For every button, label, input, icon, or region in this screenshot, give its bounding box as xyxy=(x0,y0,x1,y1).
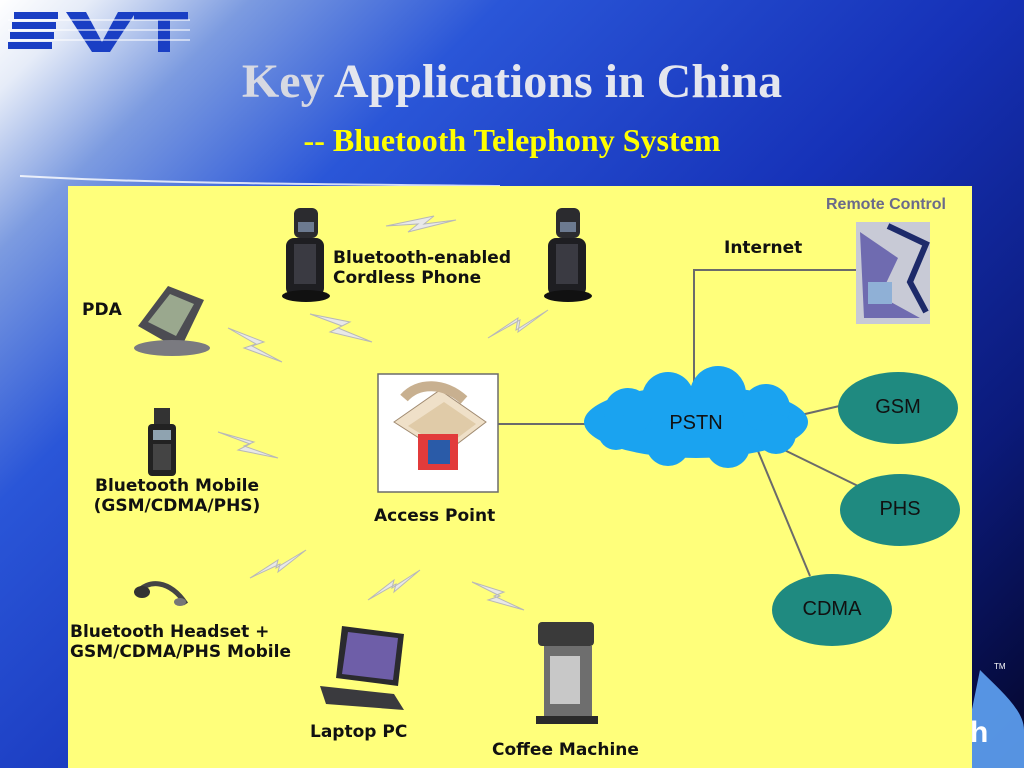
signal-coffee xyxy=(471,581,525,611)
mobile-label: Bluetooth Mobile(GSM/CDMA/PHS) xyxy=(82,476,272,517)
diagram-canvas xyxy=(134,208,960,724)
cdma-node xyxy=(772,574,892,646)
signal-laptop xyxy=(367,569,421,601)
signal-headset xyxy=(249,549,307,579)
slide-title-key: Key xyxy=(241,55,325,108)
signal-mobile xyxy=(217,431,279,459)
headset-label-line-2: GSM/CDMA/PHS Mobile xyxy=(70,642,291,663)
signal-pda xyxy=(227,327,283,363)
cordless-phone-right-icon xyxy=(544,208,592,302)
cordless-phone-left-icon xyxy=(282,208,330,302)
corner-text-fragment: h xyxy=(970,716,989,749)
headset-label-line-1: Bluetooth Headset + xyxy=(70,622,270,642)
phs-label: PHS xyxy=(879,498,921,520)
signal-phone-right xyxy=(487,309,549,339)
background-swoosh xyxy=(19,175,1024,768)
pstn-cloud xyxy=(584,366,808,468)
coffee-machine-label: Coffee Machine xyxy=(492,740,639,760)
cordless-phone-label-line-1: Bluetooth-enabled xyxy=(333,248,511,268)
cdma-label: CDMA xyxy=(802,598,862,620)
link-pstn-internet xyxy=(693,269,858,396)
signal-top xyxy=(385,215,457,233)
phs-node xyxy=(840,474,960,546)
ivt-logo xyxy=(8,12,190,52)
slide-title: Key Applications in China xyxy=(0,58,1024,106)
mobile-phone-icon xyxy=(148,408,176,476)
coffee-machine-icon xyxy=(536,622,598,724)
trademark-mark: TM xyxy=(994,662,1006,671)
laptop-icon xyxy=(320,626,404,710)
slide-title-rest: Applications in China xyxy=(324,55,783,108)
slide-subtitle: -- Bluetooth Telephony System xyxy=(303,122,721,158)
pda-label: PDA xyxy=(82,300,122,320)
cordless-phone-label-line-2: Cordless Phone xyxy=(333,268,482,289)
gsm-label: GSM xyxy=(875,396,921,418)
mobile-label-line-1: Bluetooth Mobile xyxy=(95,476,259,496)
access-point-label: Access Point xyxy=(374,506,496,526)
remote-control-image xyxy=(856,222,930,324)
mobile-label-line-2: (GSM/CDMA/PHS) xyxy=(93,496,261,517)
access-point-icon xyxy=(377,373,499,493)
pda-icon xyxy=(134,286,210,356)
link-pstn-cdma xyxy=(757,450,811,577)
signal-phone-left xyxy=(309,313,373,343)
headset-label: Bluetooth Headset +GSM/CDMA/PHS Mobile xyxy=(70,622,291,663)
wireless-signals xyxy=(217,215,549,611)
laptop-label: Laptop PC xyxy=(310,722,408,742)
internet-label: Internet xyxy=(724,238,803,258)
gsm-node xyxy=(838,372,958,444)
headset-icon xyxy=(134,581,189,606)
pstn-label: PSTN xyxy=(669,412,723,434)
remote-control-label: Remote Control xyxy=(826,196,946,213)
